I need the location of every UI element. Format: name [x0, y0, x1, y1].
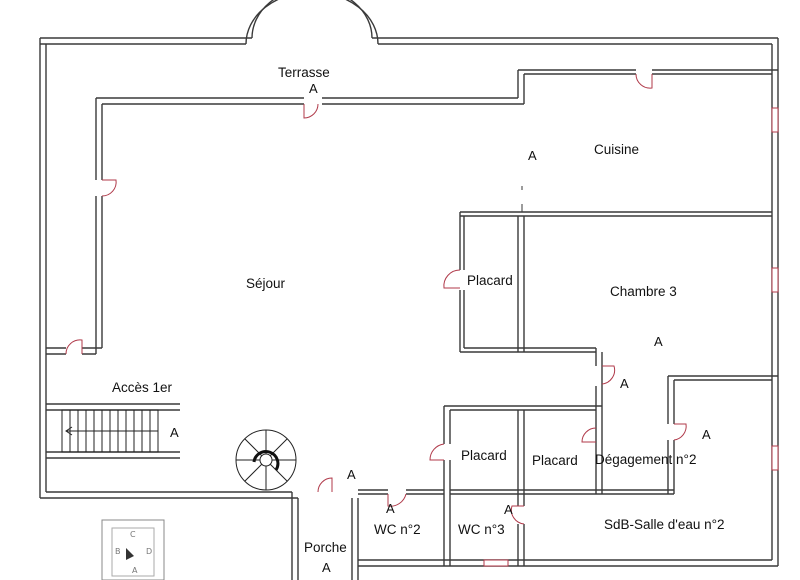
outer-wall-bottom-left [40, 491, 298, 499]
outer-wall-top-right [372, 37, 778, 45]
outer-wall-left [39, 38, 47, 498]
bay-arc-inner [251, 0, 373, 39]
legend-arrow-icon [126, 548, 134, 560]
door-degagement[interactable] [673, 423, 687, 441]
marker-porche: A [322, 560, 331, 575]
door-placard-2[interactable] [429, 443, 445, 461]
door-porche[interactable] [317, 477, 333, 493]
window-cuisine [771, 107, 779, 133]
room-label-acces-1er: Accès 1er [112, 380, 173, 395]
marker-stairs: A [170, 425, 179, 440]
door-wc-2[interactable] [387, 493, 407, 507]
placard-1-walls [459, 211, 596, 353]
door-cuisine-top[interactable] [635, 73, 653, 89]
outer-walls [39, 0, 779, 580]
spiral-steps [236, 430, 296, 490]
windows [483, 107, 779, 567]
stair-arrow [65, 426, 158, 436]
marker-sejour: A [347, 467, 356, 482]
outer-wall-top-left [40, 37, 252, 45]
orientation-legend: C B D A [101, 519, 165, 580]
legend-letter-d: D [146, 547, 152, 556]
sejour-left-wall [95, 98, 103, 354]
spiral-arrow [252, 450, 280, 471]
cuisine-top-wall [517, 69, 778, 104]
porch-wall-right [351, 498, 359, 580]
room-labels: Terrasse Cuisine Séjour Placard Chambre … [112, 65, 725, 555]
marker-degagement-2: A [702, 427, 711, 442]
room-label-placard-2: Placard [461, 448, 507, 463]
staircase [61, 409, 159, 453]
window-chambre [771, 267, 779, 293]
door-sejour-left[interactable] [101, 179, 117, 197]
legend-letter-a: A [132, 566, 138, 575]
chambre-bottom-wall [595, 348, 603, 410]
door-terrasse[interactable] [303, 103, 319, 119]
cuisine-bottom-wall [524, 211, 772, 217]
room-label-sejour: Séjour [246, 276, 286, 291]
door-acces[interactable] [65, 339, 83, 355]
placards-block-walls [443, 405, 674, 566]
doors [65, 73, 687, 525]
acces-top-wall [46, 347, 102, 355]
marker-wc-2: A [386, 501, 395, 516]
room-label-cuisine: Cuisine [594, 142, 639, 157]
room-label-terrasse: Terrasse [278, 65, 330, 80]
door-chambre[interactable] [601, 365, 616, 385]
legend-letter-b: B [115, 547, 121, 556]
room-label-sdb: SdB-Salle d'eau n°2 [604, 517, 725, 532]
outer-wall-bottom-right [358, 559, 778, 567]
door-placard-1[interactable] [443, 269, 461, 289]
room-label-degagement: Dégagement n°2 [595, 452, 696, 467]
room-label-placard-1: Placard [467, 273, 513, 288]
a-markers: A A A A A A A A A A [170, 81, 711, 575]
bay-arc [245, 0, 379, 45]
legend-inner [111, 527, 155, 577]
marker-degagement-1: A [620, 376, 629, 391]
room-label-wc-3: WC n°3 [458, 522, 505, 537]
room-label-wc-2: WC n°2 [374, 522, 421, 537]
marker-wc-3: A [504, 502, 513, 517]
window-sdb [771, 445, 779, 471]
spiral-staircase [235, 429, 297, 491]
marker-terrasse: A [309, 81, 318, 96]
wc-walls [358, 489, 525, 566]
terrasse-wall [96, 97, 524, 105]
sdb-top-wall [667, 375, 778, 494]
legend-letter-c: C [130, 530, 136, 539]
porch-wall-left [291, 492, 299, 580]
room-label-porche: Porche [304, 540, 347, 555]
marker-cuisine: A [528, 148, 537, 163]
door-placard-3[interactable] [581, 427, 597, 443]
room-label-placard-3: Placard [532, 453, 578, 468]
window-wc-3 [483, 559, 509, 567]
marker-chambre: A [654, 334, 663, 349]
door-wc-3[interactable] [510, 505, 525, 525]
room-label-chambre-3: Chambre 3 [610, 284, 677, 299]
